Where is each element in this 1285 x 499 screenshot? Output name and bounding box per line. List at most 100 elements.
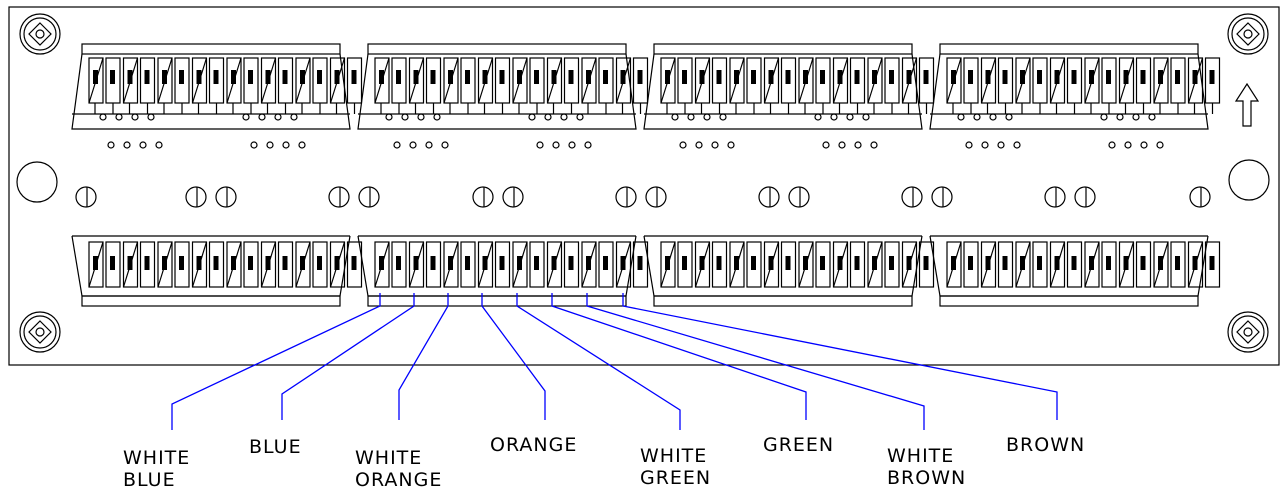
contact-slot	[1170, 241, 1186, 288]
contact-pin	[196, 256, 202, 270]
label-line-1: WHITE	[123, 447, 191, 469]
label-blue: BLUE	[249, 436, 302, 458]
contact-pin	[1054, 256, 1060, 270]
contact-pin	[317, 70, 322, 84]
wire-lead	[281, 293, 415, 420]
contact-pin	[144, 256, 150, 270]
contact-pin	[162, 256, 167, 270]
contact-slot	[1101, 241, 1117, 288]
contact-slot	[763, 57, 780, 104]
pcb-dot	[528, 113, 536, 121]
contact-pin	[551, 70, 557, 84]
contact-slot	[494, 241, 511, 288]
contact-pin	[93, 70, 98, 84]
contact-slot	[88, 241, 104, 288]
pcb-dot	[1132, 113, 1140, 121]
pcb-dot	[123, 141, 131, 149]
contact-pin	[213, 70, 219, 84]
jack-bracket	[367, 295, 627, 307]
pcb-dot	[862, 113, 870, 121]
contact-pin	[551, 256, 557, 270]
contact-pin	[889, 70, 894, 84]
label-line-1: BLUE	[249, 436, 302, 458]
pcb-dot	[965, 141, 973, 149]
pcb-dot	[107, 141, 115, 149]
contact-slot	[260, 241, 277, 288]
pcb-dot	[417, 113, 425, 121]
contact-slot	[295, 241, 311, 288]
pcb-dot	[838, 141, 846, 149]
contact-pin	[413, 256, 419, 270]
contact-pin	[265, 70, 271, 84]
contact-slot	[312, 241, 328, 288]
label-line-2: GREEN	[640, 467, 712, 489]
contact-pin	[1158, 256, 1163, 270]
pcb-dot	[973, 113, 981, 121]
contact-slot	[425, 241, 442, 288]
jack-module	[357, 235, 649, 307]
contact-pin	[768, 70, 774, 84]
contact-pin	[110, 70, 115, 84]
contact-slot	[1118, 57, 1135, 104]
pcb-dot	[1124, 141, 1132, 149]
contact-slot	[615, 241, 632, 288]
contact-pin	[1192, 70, 1198, 84]
pcb-dot	[814, 113, 822, 121]
pcb-dot	[981, 141, 989, 149]
contact-pin	[1123, 70, 1129, 84]
pcb-dot	[258, 113, 266, 121]
label-line-2: BLUE	[123, 469, 176, 491]
contact-slot	[711, 241, 728, 288]
contact-pin	[951, 256, 956, 270]
contact-slot	[918, 241, 935, 288]
contact-slot	[581, 241, 597, 288]
pcb-dot	[266, 141, 274, 149]
label-line-2: BROWN	[887, 467, 967, 489]
contact-slot	[615, 57, 632, 104]
contact-slot	[329, 241, 346, 288]
contact-pin	[637, 70, 643, 84]
contact-pin	[300, 256, 305, 270]
jack-module	[357, 43, 649, 130]
contact-pin	[906, 70, 912, 84]
pcb-dot	[584, 141, 592, 149]
contact-pin	[699, 70, 705, 84]
contact-slot	[157, 241, 173, 288]
jack-module	[71, 235, 363, 307]
jack-module	[643, 235, 935, 307]
contact-slot	[122, 57, 139, 104]
contact-slot	[997, 241, 1014, 288]
jack-bracket	[81, 295, 341, 307]
contact-slot	[157, 57, 173, 104]
contact-pin	[586, 70, 591, 84]
pcb-dot	[385, 113, 393, 121]
pcb-dot	[99, 113, 107, 121]
mounting-screw-icon	[1227, 13, 1269, 55]
contact-pin	[144, 70, 150, 84]
pcb-dot	[242, 113, 250, 121]
mounting-screw-icon	[1227, 311, 1269, 353]
contact-slot	[260, 57, 277, 104]
contact-slot	[980, 241, 997, 288]
contact-slot	[529, 241, 545, 288]
contact-pin	[1037, 256, 1042, 270]
contact-pin	[282, 70, 288, 84]
contact-pin	[379, 256, 384, 270]
pcb-dot	[1156, 141, 1164, 149]
wire-lead	[586, 293, 925, 430]
contact-slot	[1049, 57, 1066, 104]
contact-pin	[127, 256, 133, 270]
pcb-dot	[1100, 113, 1108, 121]
contact-pin	[248, 256, 253, 270]
label-white-brown: WHITE BROWN	[887, 445, 966, 489]
contact-pin	[837, 256, 843, 270]
led-indicator	[1074, 186, 1096, 208]
contact-slot	[122, 241, 139, 288]
contact-pin	[482, 256, 488, 270]
contact-slot	[329, 57, 346, 104]
contact-pin	[837, 70, 843, 84]
contact-pin	[196, 70, 202, 84]
wire-lead	[398, 293, 449, 420]
pcb-dot	[139, 141, 147, 149]
pcb-dot	[997, 141, 1005, 149]
